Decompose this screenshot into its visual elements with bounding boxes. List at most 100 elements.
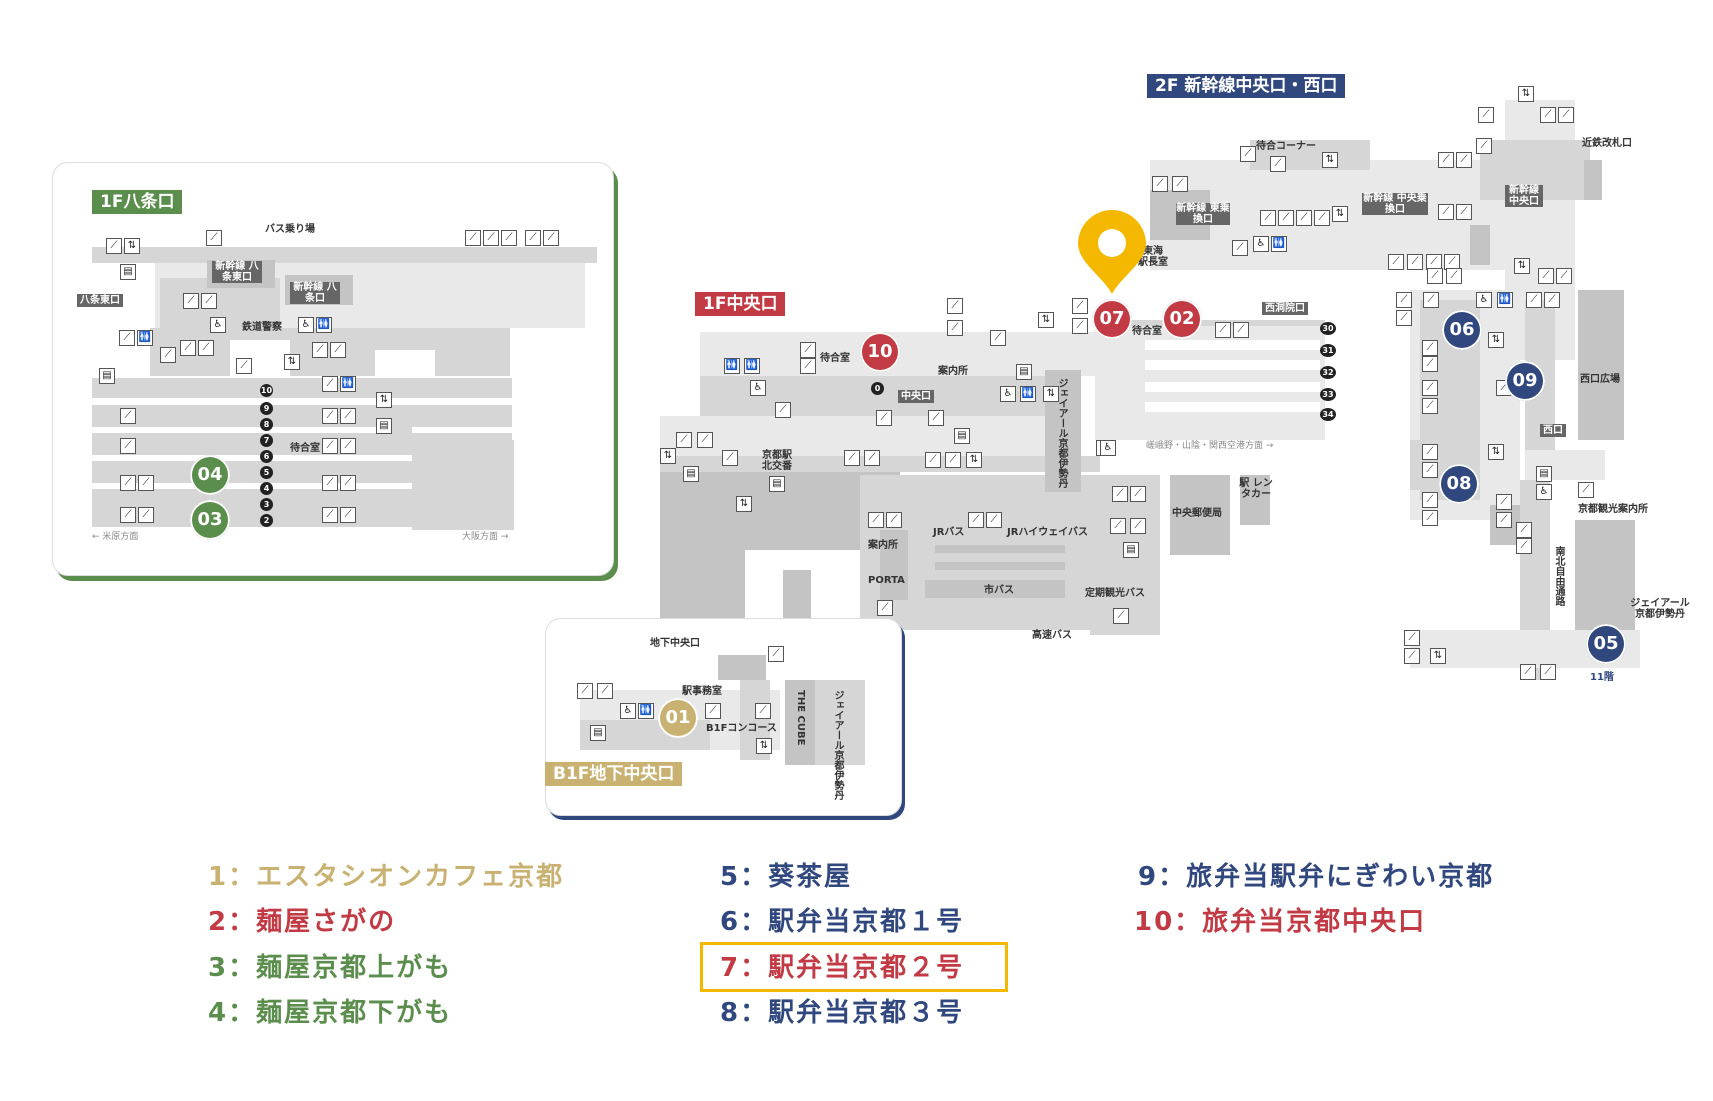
the-cube-label: THE CUBE [795, 690, 806, 746]
escalator-icon: ⟋ [1456, 152, 1472, 168]
escalator-icon: ⟋ [925, 452, 941, 468]
escalator-icon: ⟋ [1240, 146, 1256, 162]
restroom-icon: 🚻 [638, 703, 654, 719]
shop-pin-02[interactable]: 02 [1162, 299, 1202, 339]
elevator-icon: ⇅ [756, 738, 772, 754]
restroom-icon: 🚻 [1497, 292, 1513, 308]
escalator-icon: ⟋ [120, 475, 136, 491]
elevator-icon: ⇅ [1518, 86, 1534, 102]
legend-item-9: 9：旅弁当駅弁にぎわい京都 [1138, 862, 1495, 892]
escalator-icon: ⟋ [201, 293, 217, 309]
escalator-icon: ⟋ [722, 450, 738, 466]
escalator-icon: ⟋ [106, 238, 122, 254]
restroom-icon: 🚻 [340, 376, 356, 392]
waiting-room-2-label: 待合室 [1132, 326, 1162, 337]
shop-pin-07[interactable]: 07 [1092, 299, 1132, 339]
shop-pin-05[interactable]: 05 [1586, 624, 1626, 664]
escalator-icon: ⟋ [1456, 204, 1472, 220]
elevator-icon: ⇅ [1430, 648, 1446, 664]
escalator-icon: ⟋ [1422, 492, 1438, 508]
escalator-icon: ⟋ [577, 683, 593, 699]
escalator-icon: ⟋ [1072, 298, 1088, 314]
shop-pin-04[interactable]: 04 [190, 455, 230, 495]
escalator-icon: ⟋ [1423, 292, 1439, 308]
shop-pin-01[interactable]: 01 [658, 698, 698, 738]
escalator-icon: ⟋ [775, 402, 791, 418]
track-number: 2 [260, 514, 273, 527]
wheelchair-icon: ♿ [1536, 484, 1552, 500]
elevator-icon: ⇅ [1488, 444, 1504, 460]
track-number: 5 [260, 466, 273, 479]
escalator-icon: ⟋ [1072, 318, 1088, 334]
elevator-icon: ⇅ [1322, 152, 1338, 168]
escalator-icon: ⟋ [340, 475, 356, 491]
escalator-icon: ⟋ [1544, 292, 1560, 308]
escalator-icon: ⟋ [864, 450, 880, 466]
escalator-icon: ⟋ [1540, 107, 1556, 123]
shinkansen-hachijo-east-label: 新幹線 八条東口 [212, 261, 262, 283]
escalator-icon: ⟋ [1296, 210, 1312, 226]
shinkansen-hachijo-label: 新幹線 八条口 [290, 282, 340, 304]
escalator-icon: ⟋ [597, 683, 613, 699]
shop-pin-09[interactable]: 09 [1505, 361, 1545, 401]
escalator-icon: ⟋ [1314, 210, 1330, 226]
locker-icon: ▤ [683, 466, 699, 482]
tourist-info-label: 京都観光案内所 [1578, 504, 1648, 515]
kyoto-koban-label: 京都駅 北交番 [762, 450, 792, 472]
osaka-direction-label: 大阪方面 → [462, 532, 509, 542]
escalator-icon: ⟋ [312, 342, 328, 358]
escalator-icon: ⟋ [1427, 268, 1443, 284]
elevator-icon: ⇅ [1332, 206, 1348, 222]
escalator-icon: ⟋ [340, 507, 356, 523]
shop-pin-10[interactable]: 10 [860, 332, 900, 372]
maibara-direction-label: ← 米原方面 [92, 532, 139, 542]
locker-icon: ▤ [120, 264, 136, 280]
wheelchair-icon: ♿ [1476, 292, 1492, 308]
escalator-icon: ⟋ [120, 507, 136, 523]
escalator-icon: ⟋ [800, 342, 816, 358]
escalator-icon: ⟋ [322, 438, 338, 454]
escalator-icon: ⟋ [1422, 444, 1438, 460]
escalator-icon: ⟋ [676, 432, 692, 448]
elevator-icon: ⇅ [1514, 258, 1530, 274]
escalator-icon: ⟋ [183, 293, 199, 309]
saga-direction-label: 嵯峨野・山陰・関西空港方面 → [1146, 441, 1274, 451]
waiting-room-hachijo-label: 待合室 [290, 443, 320, 454]
isetan-vertical-label: ジェイアール京都伊勢丹 [1056, 378, 1067, 488]
escalator-icon: ⟋ [322, 507, 338, 523]
escalator-icon: ⟋ [525, 230, 541, 246]
section-label-1f-central: 1F中央口 [695, 292, 786, 316]
bus-stop-label: バス乗り場 [265, 224, 315, 235]
escalator-icon: ⟋ [120, 408, 136, 424]
escalator-icon: ⟋ [330, 342, 346, 358]
escalator-icon: ⟋ [1556, 268, 1572, 284]
elevator-icon: ⇅ [966, 452, 982, 468]
escalator-icon: ⟋ [1540, 664, 1556, 680]
escalator-icon: ⟋ [198, 340, 214, 356]
legend-item-2: 2：麺屋さがの [208, 907, 397, 937]
shop-pin-08[interactable]: 08 [1439, 464, 1479, 504]
escalator-icon: ⟋ [322, 376, 338, 392]
escalator-icon: ⟋ [1110, 518, 1126, 534]
rail-police-label: 鉄道警察 [242, 322, 282, 333]
escalator-icon: ⟋ [1396, 310, 1412, 326]
escalator-icon: ⟋ [968, 512, 984, 528]
shop-pin-03[interactable]: 03 [190, 500, 230, 540]
shop-pin-06[interactable]: 06 [1442, 310, 1482, 350]
escalator-icon: ⟋ [1130, 486, 1146, 502]
restroom-icon: 🚻 [744, 358, 760, 374]
escalator-icon: ⟋ [501, 230, 517, 246]
track-number: 10 [260, 384, 273, 397]
central-post-label: 中央郵便局 [1172, 508, 1222, 519]
info-center-label: 案内所 [938, 366, 968, 377]
locker-icon: ▤ [769, 476, 785, 492]
escalator-icon: ⟋ [1270, 156, 1286, 172]
restroom-icon: 🚻 [137, 330, 153, 346]
restroom-icon: 🚻 [1020, 386, 1036, 402]
escalator-icon: ⟋ [1278, 210, 1294, 226]
escalator-icon: ⟋ [755, 703, 771, 719]
legend-item-4: 4：麺屋京都下がも [208, 998, 453, 1028]
escalator-icon: ⟋ [1520, 664, 1536, 680]
waiting-room-1f-label: 待合室 [820, 353, 850, 364]
section-label-b1: B1F地下中央口 [545, 762, 683, 786]
